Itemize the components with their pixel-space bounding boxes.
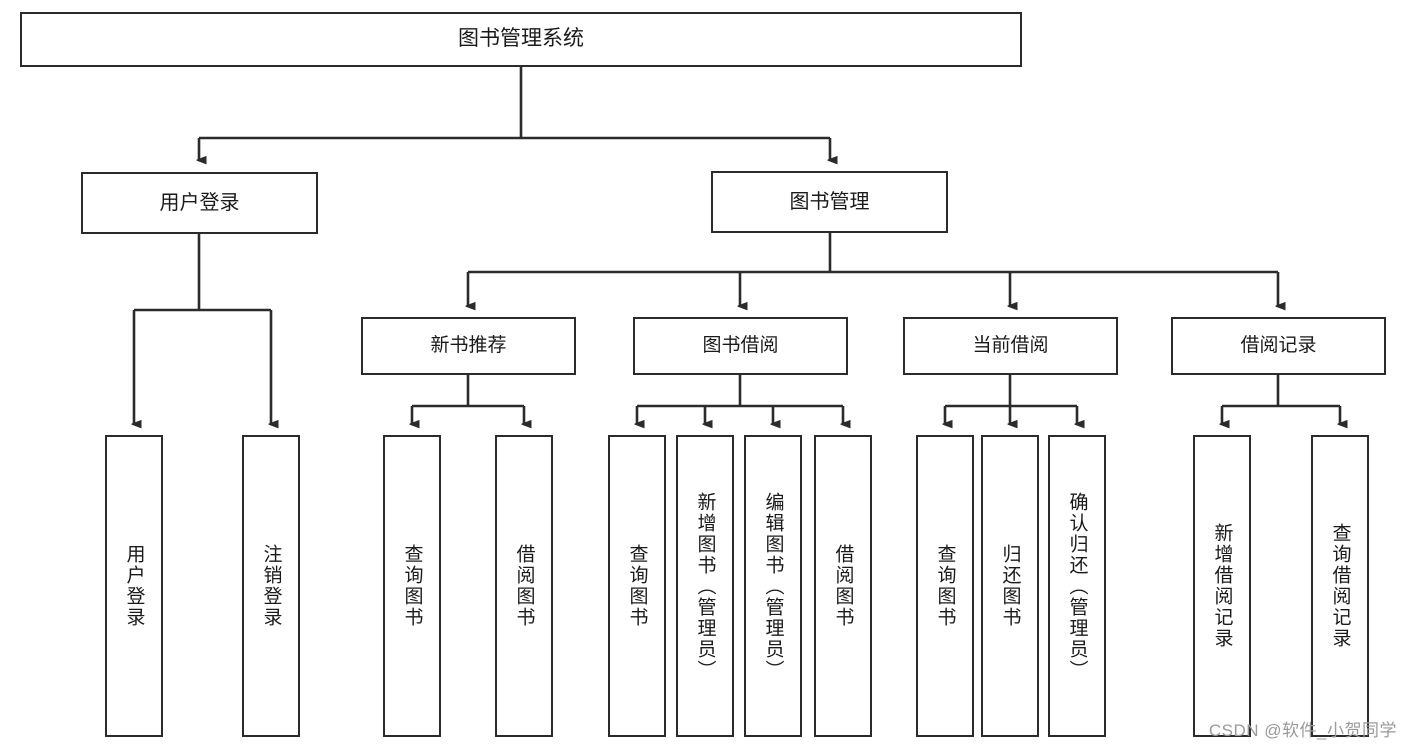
leaf-current-borrow-confirm-return[interactable]: 确认归还（管理员） (1048, 435, 1106, 737)
leaf-book-borrow-query-label: 查询图书 (626, 544, 648, 628)
node-borrow-record[interactable]: 借阅记录 (1171, 317, 1386, 375)
node-new-book-recommend[interactable]: 新书推荐 (361, 317, 576, 375)
leaf-borrow-record-query[interactable]: 查询借阅记录 (1311, 435, 1369, 737)
leaf-borrow-record-query-label: 查询借阅记录 (1329, 523, 1351, 649)
leaf-new-book-borrow-label: 借阅图书 (513, 544, 535, 628)
watermark: CSDN @软件_小贺同学 (1208, 721, 1397, 740)
node-user-login[interactable]: 用户登录 (81, 172, 318, 234)
node-root-label: 图书管理系统 (458, 27, 584, 51)
leaf-book-borrow-add[interactable]: 新增图书（管理员） (676, 435, 734, 737)
leaf-new-book-borrow[interactable]: 借阅图书 (495, 435, 553, 737)
node-book-management[interactable]: 图书管理 (711, 171, 948, 233)
node-borrow-record-label: 借阅记录 (1240, 335, 1317, 357)
leaf-new-book-query-label: 查询图书 (401, 544, 423, 628)
node-book-borrow[interactable]: 图书借阅 (633, 317, 848, 375)
leaf-user-login-login[interactable]: 用户登录 (105, 435, 163, 737)
node-user-login-label: 用户登录 (159, 191, 240, 214)
node-new-book-recommend-label: 新书推荐 (430, 335, 507, 357)
leaf-book-borrow-edit-label: 编辑图书（管理员） (762, 491, 784, 681)
node-root[interactable]: 图书管理系统 (20, 12, 1022, 67)
leaf-book-borrow-query[interactable]: 查询图书 (608, 435, 666, 737)
node-current-borrow[interactable]: 当前借阅 (903, 317, 1118, 375)
leaf-current-borrow-return-label: 归还图书 (999, 544, 1021, 628)
leaf-book-borrow-edit[interactable]: 编辑图书（管理员） (744, 435, 802, 737)
leaf-current-borrow-query[interactable]: 查询图书 (916, 435, 974, 737)
node-book-management-label: 图书管理 (789, 190, 870, 213)
leaf-new-book-query[interactable]: 查询图书 (383, 435, 441, 737)
leaf-current-borrow-query-label: 查询图书 (934, 544, 956, 628)
leaf-borrow-record-add-label: 新增借阅记录 (1211, 523, 1233, 649)
leaf-book-borrow-borrow-label: 借阅图书 (832, 544, 854, 628)
leaf-borrow-record-add[interactable]: 新增借阅记录 (1193, 435, 1251, 737)
leaf-user-login-logout-label: 注销登录 (260, 544, 282, 628)
leaf-book-borrow-add-label: 新增图书（管理员） (694, 491, 716, 681)
leaf-user-login-logout[interactable]: 注销登录 (242, 435, 300, 737)
leaf-current-borrow-confirm-return-label: 确认归还（管理员） (1066, 491, 1088, 681)
node-current-borrow-label: 当前借阅 (972, 335, 1049, 357)
leaf-book-borrow-borrow[interactable]: 借阅图书 (814, 435, 872, 737)
leaf-user-login-login-label: 用户登录 (123, 544, 145, 628)
leaf-current-borrow-return[interactable]: 归还图书 (981, 435, 1039, 737)
node-book-borrow-label: 图书借阅 (702, 335, 779, 357)
